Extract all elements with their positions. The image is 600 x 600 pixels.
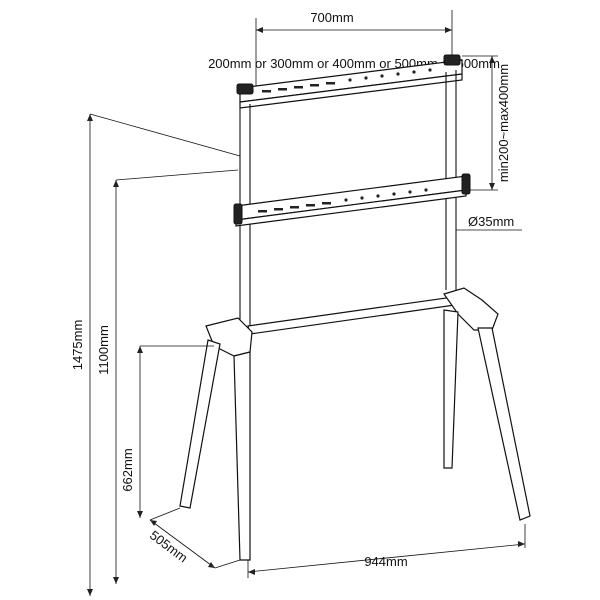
upper-bracket bbox=[236, 54, 463, 109]
label-vertical-span: min200~max400mm bbox=[496, 64, 511, 182]
dim-vertical-span: min200~max400mm bbox=[462, 55, 511, 191]
label-depth: 505mm bbox=[147, 527, 191, 565]
base-frame bbox=[205, 287, 499, 357]
dim-mid-height: 1100mm bbox=[96, 169, 239, 584]
label-pole-diameter: Ø35mm bbox=[468, 214, 514, 229]
dim-depth: 505mm bbox=[147, 507, 241, 569]
label-total-height: 1475mm bbox=[70, 320, 85, 371]
dim-pole-diameter: Ø35mm bbox=[456, 214, 522, 231]
legs bbox=[179, 309, 531, 561]
label-leg-height: 662mm bbox=[120, 448, 135, 491]
lower-bracket bbox=[233, 173, 471, 227]
dim-700mm: 700mm bbox=[255, 10, 453, 88]
label-700mm: 700mm bbox=[310, 10, 353, 25]
dim-total-height: 1475mm bbox=[70, 113, 241, 596]
upper-cap-left bbox=[236, 83, 254, 95]
label-base-width: 944mm bbox=[364, 554, 407, 569]
dim-leg-height: 662mm bbox=[120, 345, 214, 518]
upper-cap-right bbox=[443, 54, 461, 66]
dim-base-width: 944mm bbox=[247, 524, 526, 578]
label-mid-height: 1100mm bbox=[96, 325, 111, 375]
